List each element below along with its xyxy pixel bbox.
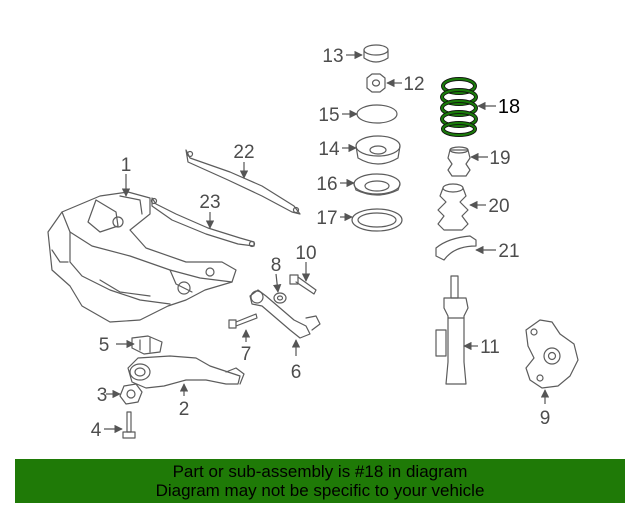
bushing-part-3[interactable] bbox=[119, 383, 143, 405]
banner-line-1: Part or sub-assembly is #18 in diagram bbox=[172, 462, 468, 481]
callout-14: 14 bbox=[318, 139, 340, 160]
bolt-part-10[interactable] bbox=[289, 274, 317, 295]
control-arm-part-2[interactable] bbox=[127, 355, 245, 389]
subframe-part[interactable] bbox=[47, 191, 237, 323]
callout-9: 9 bbox=[540, 408, 551, 429]
coil-spring-part-18[interactable] bbox=[440, 77, 478, 137]
callout-8: 8 bbox=[271, 255, 282, 276]
bracket-part-5[interactable] bbox=[131, 335, 163, 355]
bolt-part-4[interactable] bbox=[122, 411, 136, 439]
banner-line-2: Diagram may not be specific to your vehi… bbox=[155, 481, 485, 500]
dust-boot-part-20[interactable] bbox=[437, 183, 469, 231]
cap-part-13[interactable] bbox=[363, 44, 389, 63]
callout-6: 6 bbox=[291, 362, 302, 383]
tension-strut-part-6[interactable] bbox=[249, 289, 321, 339]
nut-part-12[interactable] bbox=[366, 73, 386, 93]
callout-2: 2 bbox=[179, 399, 190, 420]
callout-21: 21 bbox=[498, 241, 519, 262]
spring-pad-part-21[interactable] bbox=[435, 235, 477, 261]
callout-18: 18 bbox=[498, 96, 520, 118]
callout-15: 15 bbox=[318, 105, 339, 126]
callout-17: 17 bbox=[316, 208, 337, 229]
disc-part-15[interactable] bbox=[356, 104, 398, 124]
spring-seat-part-16[interactable] bbox=[353, 173, 401, 196]
bump-stop-part-19[interactable] bbox=[447, 146, 471, 177]
callout-7: 7 bbox=[241, 344, 252, 365]
strut-part-11[interactable] bbox=[435, 275, 469, 385]
brace-part-22[interactable] bbox=[185, 149, 301, 215]
knuckle-part-9[interactable] bbox=[525, 319, 579, 389]
callout-labels: 1 22 23 10 8 6 7 5 2 3 4 13 12 15 14 16 … bbox=[91, 46, 551, 441]
callout-4: 4 bbox=[91, 420, 102, 441]
callout-12: 12 bbox=[403, 74, 424, 95]
callout-16: 16 bbox=[316, 174, 337, 195]
callout-23: 23 bbox=[199, 192, 220, 213]
callout-5: 5 bbox=[99, 335, 110, 356]
strut-mount-part-14[interactable] bbox=[355, 135, 401, 165]
callout-10: 10 bbox=[295, 243, 316, 264]
nut-part-8[interactable] bbox=[273, 292, 287, 304]
callout-11: 11 bbox=[480, 337, 500, 358]
brace-part-23[interactable] bbox=[150, 197, 256, 248]
callout-19: 19 bbox=[489, 148, 510, 169]
isolator-part-17[interactable] bbox=[351, 208, 403, 232]
callout-20: 20 bbox=[488, 196, 509, 217]
callout-3: 3 bbox=[97, 385, 108, 406]
info-banner: Part or sub-assembly is #18 in diagram D… bbox=[15, 459, 625, 503]
bolt-part-7[interactable] bbox=[228, 313, 258, 329]
callout-1: 1 bbox=[121, 155, 132, 176]
leader-lines bbox=[104, 50, 550, 434]
callout-13: 13 bbox=[322, 46, 343, 67]
callout-22: 22 bbox=[233, 142, 254, 163]
